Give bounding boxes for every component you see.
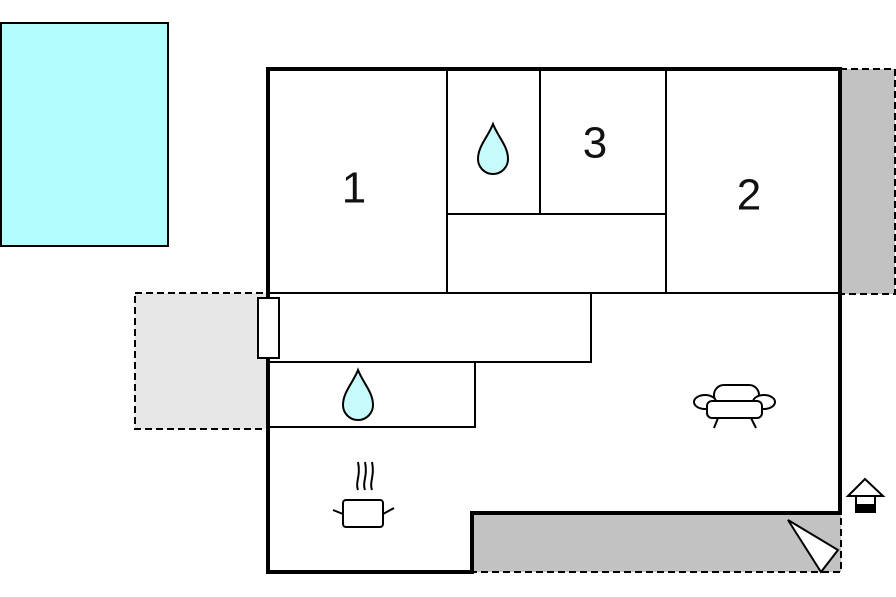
room-label-1: 1: [342, 164, 366, 213]
sofa-icon: [693, 384, 776, 429]
room-label-3: 3: [583, 119, 607, 168]
entrance-house-icon: [845, 477, 886, 513]
pool: [0, 22, 169, 247]
terrace-left: [134, 292, 269, 430]
room-label-2: 2: [737, 171, 761, 220]
water-drop-icon: [341, 367, 375, 421]
cooking-pot-icon: [332, 461, 395, 528]
terrace-triangle-icon: [787, 519, 840, 574]
outer-wall: [266, 67, 842, 574]
interior-walls: [268, 69, 840, 428]
terrace-right: [839, 68, 896, 295]
water-drop-icon: [476, 121, 510, 175]
terrace-bottom: [471, 512, 842, 573]
door-icon: [257, 297, 280, 359]
